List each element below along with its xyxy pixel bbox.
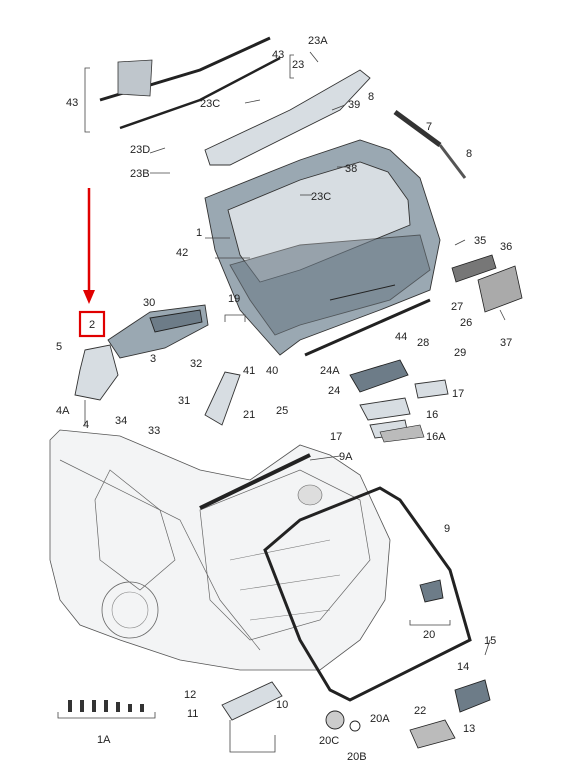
ring-20c	[325, 710, 345, 730]
parts-bag-icon	[117, 59, 153, 97]
bracket-2	[74, 344, 119, 401]
callout-21: 21	[243, 409, 255, 421]
callout-43-top: 43	[272, 49, 284, 61]
callout-34: 34	[115, 415, 127, 427]
callout-20b: 20B	[347, 751, 367, 763]
tailgate-1	[204, 139, 441, 356]
callout-16a: 16A	[426, 431, 446, 443]
callout-23b: 23B	[130, 168, 150, 180]
callout-11: 11	[187, 708, 198, 720]
callout-20c: 20C	[319, 735, 339, 747]
lamp-16	[359, 397, 411, 421]
callout-20a: 20A	[370, 713, 390, 725]
hinge-10-11	[221, 681, 283, 721]
callout-4a: 4A	[56, 405, 70, 417]
callout-40: 40	[266, 365, 278, 377]
cover-16a	[379, 424, 425, 443]
callout-43-left: 43	[66, 97, 78, 109]
car-body	[49, 429, 391, 671]
callout-25: 25	[276, 405, 288, 417]
leader-lines	[57, 51, 506, 753]
callout-44: 44	[395, 331, 407, 343]
plate-22	[409, 719, 456, 749]
callout-22: 22	[414, 705, 426, 717]
callout-37: 37	[500, 337, 512, 349]
callout-14: 14	[457, 661, 469, 673]
callout-1a: 1A	[97, 734, 111, 746]
plate-36	[477, 265, 523, 313]
highlight-marker	[78, 188, 106, 338]
callout-1: 1	[196, 227, 202, 239]
callout-41: 41	[243, 365, 255, 377]
callout-29: 29	[454, 347, 466, 359]
callout-8b: 8	[466, 148, 472, 160]
callout-9: 9	[444, 523, 450, 535]
housing-24	[349, 359, 409, 393]
callout-7: 7	[426, 121, 432, 133]
callout-23a: 23A	[308, 35, 328, 47]
bumper-20	[419, 579, 444, 603]
callout-17-right: 17	[452, 388, 464, 400]
callout-26: 26	[460, 317, 472, 329]
callout-10: 10	[276, 699, 288, 711]
callout-23c-top: 23C	[200, 98, 220, 110]
callout-23c-mid: 23C	[311, 191, 331, 203]
gas-strut-7	[393, 109, 467, 179]
callout-17-left: 17	[330, 431, 342, 443]
washer-20b	[349, 720, 361, 732]
screw-set-1a	[68, 700, 144, 712]
callout-42: 42	[176, 247, 188, 259]
callout-20: 20	[423, 629, 435, 641]
callout-38: 38	[345, 163, 357, 175]
callout-31: 31	[178, 395, 190, 407]
callout-3: 3	[150, 353, 156, 365]
callout-labels: 43 43 23 23A 23C 39 8 7 23D 23B 8 38 23C…	[56, 35, 512, 763]
callout-12: 12	[184, 689, 196, 701]
callout-27: 27	[451, 301, 463, 313]
callout-23: 23	[292, 59, 304, 71]
callout-33: 33	[148, 425, 160, 437]
callout-30: 30	[143, 297, 155, 309]
callout-35: 35	[474, 235, 486, 247]
plate-35	[451, 254, 497, 283]
callout-16: 16	[426, 409, 438, 421]
callout-8: 8	[368, 91, 374, 103]
callout-39: 39	[348, 99, 360, 111]
callout-32: 32	[190, 358, 202, 370]
seal-44	[304, 298, 431, 357]
lamp-17a	[414, 379, 449, 399]
callout-9a: 9A	[339, 451, 353, 463]
trim-strip-43b	[119, 56, 281, 130]
lock-assembly-30	[107, 304, 209, 359]
bracket-21	[204, 371, 241, 426]
callout-24a: 24A	[320, 365, 340, 377]
gasket-9	[263, 486, 472, 702]
callout-24: 24	[328, 385, 340, 397]
seal-9a	[199, 453, 311, 510]
spoiler-23	[204, 69, 371, 166]
callout-2: 2	[89, 319, 95, 331]
hinge-13	[454, 679, 491, 713]
callout-19: 19	[228, 293, 240, 305]
callout-5: 5	[56, 341, 62, 353]
callout-36: 36	[500, 241, 512, 253]
callout-23d: 23D	[130, 144, 150, 156]
callout-28: 28	[417, 337, 429, 349]
callout-4: 4	[83, 419, 89, 431]
callout-15: 15	[484, 635, 496, 647]
callout-13: 13	[463, 723, 475, 735]
